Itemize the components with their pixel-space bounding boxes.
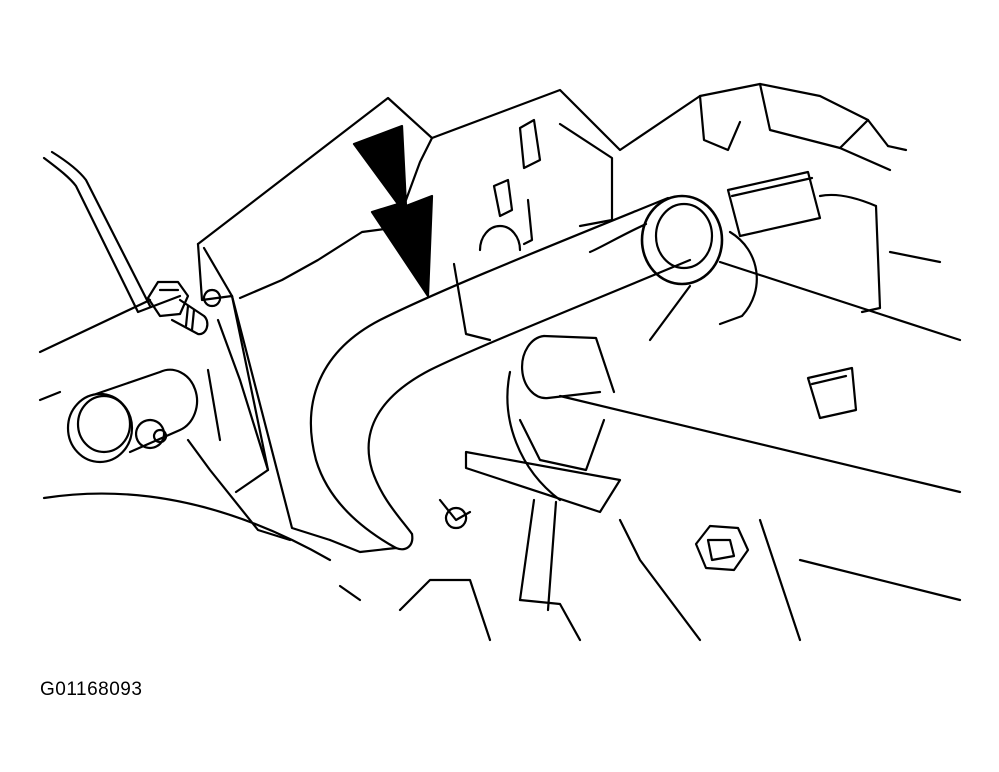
- main-tube: [560, 196, 960, 492]
- electrical-connector: [728, 172, 880, 418]
- curved-hose: [311, 198, 690, 552]
- hex-bolt: [148, 282, 207, 334]
- pointer-arrow: [354, 126, 432, 296]
- figure-id-label: G01168093: [40, 679, 143, 700]
- engine-block: [432, 84, 940, 340]
- lower-assembly: [340, 500, 960, 640]
- cylindrical-mount: [68, 370, 197, 462]
- frame-rail: [40, 152, 330, 560]
- nut: [696, 526, 748, 570]
- clamp-bracket: [466, 336, 620, 610]
